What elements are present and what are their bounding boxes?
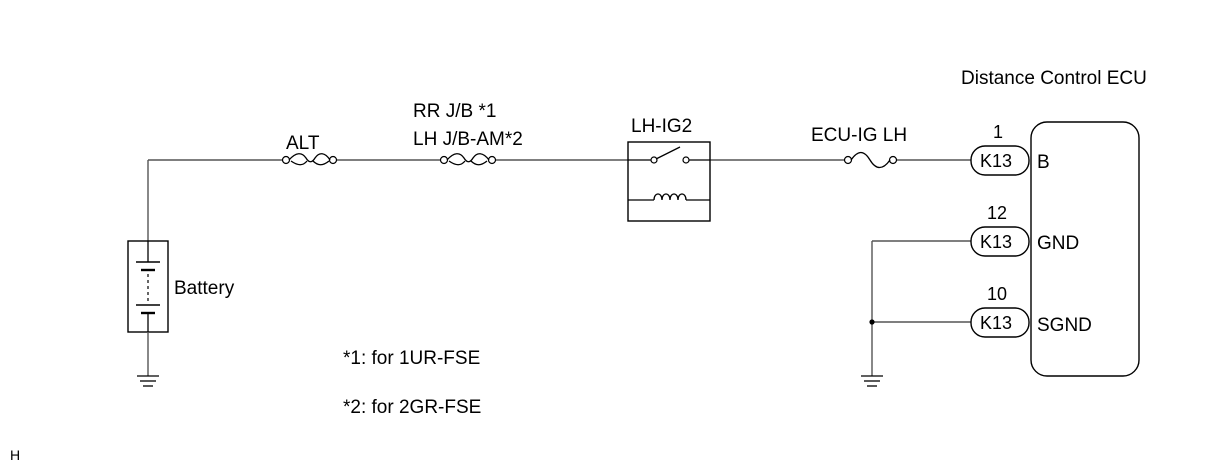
main-wire	[147, 159, 972, 241]
note-1: *1: for 1UR-FSE	[343, 348, 480, 369]
connector-b	[970, 145, 1030, 176]
connector-gnd	[970, 226, 1030, 257]
jb-fuse-label-2: LH J/B-AM*2	[413, 129, 523, 150]
ground-wires	[869, 240, 972, 376]
battery	[127, 240, 169, 333]
ecu-ig-fuse	[843, 151, 898, 169]
connector-b-code: K13	[980, 151, 1012, 171]
battery-label: Battery	[174, 278, 235, 299]
battery-ground-icon	[137, 332, 159, 387]
connector-gnd-pin: 12	[987, 203, 1007, 223]
ecu-box	[1030, 121, 1140, 377]
note-2: *2: for 2GR-FSE	[343, 397, 481, 418]
ecu-title: Distance Control ECU	[961, 68, 1147, 89]
alt-fuse-label: ALT	[286, 133, 320, 154]
ecu-ground-icon	[861, 375, 883, 387]
jb-fuse	[439, 153, 497, 166]
connector-gnd-code: K13	[980, 232, 1012, 252]
connector-sgnd	[970, 307, 1030, 338]
jb-fuse-label-1: RR J/B *1	[413, 101, 496, 122]
alt-fuse	[281, 153, 338, 166]
relay-lh-ig2	[627, 141, 711, 222]
corner-mark: H	[10, 447, 20, 463]
terminal-sgnd: SGND	[1037, 315, 1092, 336]
connector-sgnd-code: K13	[980, 313, 1012, 333]
relay-label: LH-IG2	[631, 116, 692, 137]
connector-b-pin: 1	[993, 122, 1003, 142]
ecu-ig-fuse-label: ECU-IG LH	[811, 125, 907, 146]
connector-sgnd-pin: 10	[987, 284, 1007, 304]
terminal-gnd: GND	[1037, 233, 1079, 254]
terminal-b: B	[1037, 152, 1050, 173]
